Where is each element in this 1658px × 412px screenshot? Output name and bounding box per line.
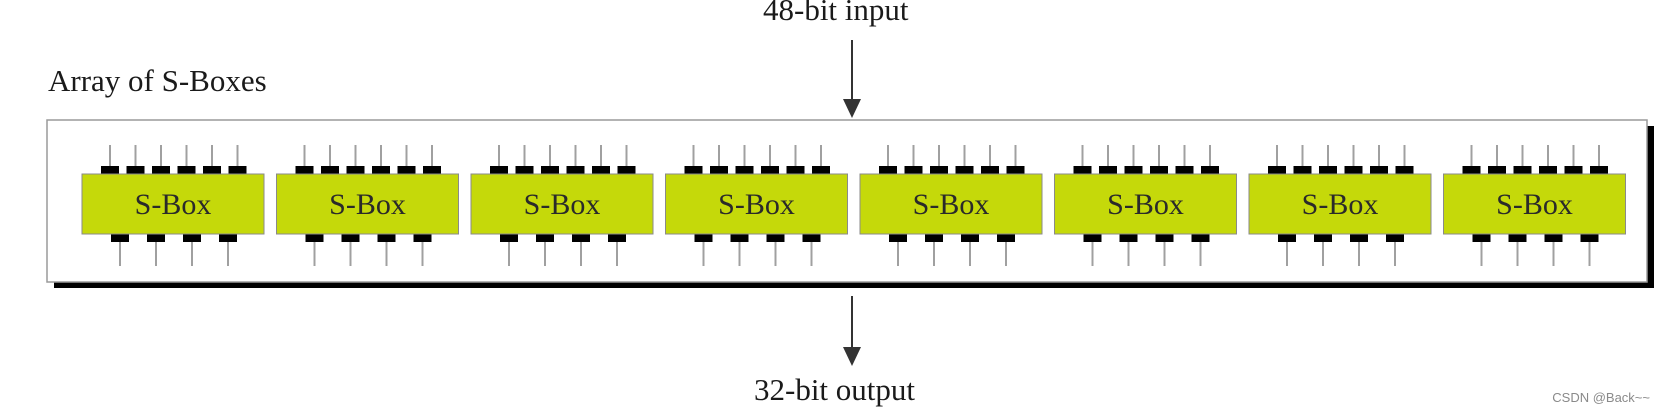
sbox-label: S-Box xyxy=(1107,188,1184,221)
sbox-body xyxy=(81,173,265,235)
sbox-row: S-Box S-Box S-Box S-Box S-Box S-Box S-Box S-Box xyxy=(81,145,1626,266)
sbox-label: S-Box xyxy=(718,188,795,221)
array-title: Array of S-Boxes xyxy=(48,63,267,98)
sbox: S-Box xyxy=(665,145,848,266)
input-arrow-head xyxy=(843,99,861,118)
sbox-label: S-Box xyxy=(329,188,406,221)
arrows xyxy=(843,40,861,366)
sbox: S-Box xyxy=(81,145,265,266)
sbox-body xyxy=(1054,173,1237,235)
sbox-body xyxy=(276,173,459,235)
sbox-body xyxy=(1443,173,1626,235)
sbox-label: S-Box xyxy=(913,188,990,221)
output-label: 32-bit output xyxy=(754,372,916,407)
sbox-body xyxy=(470,173,654,235)
sbox-body xyxy=(665,173,848,235)
sbox: S-Box xyxy=(1248,145,1432,266)
watermark: CSDN @Back~~ xyxy=(1552,390,1650,405)
output-arrow-head xyxy=(843,347,861,366)
sbox: S-Box xyxy=(1443,145,1626,266)
sbox: S-Box xyxy=(276,145,459,266)
sbox-label: S-Box xyxy=(524,188,601,221)
sbox-label: S-Box xyxy=(135,188,212,221)
input-label: 48-bit input xyxy=(763,0,909,27)
sbox-label: S-Box xyxy=(1496,188,1573,221)
sbox-label: S-Box xyxy=(1302,188,1379,221)
sbox: S-Box xyxy=(1054,145,1237,266)
sbox-body xyxy=(1248,173,1432,235)
sbox: S-Box xyxy=(859,145,1043,266)
sbox-body xyxy=(859,173,1043,235)
sbox: S-Box xyxy=(470,145,654,266)
